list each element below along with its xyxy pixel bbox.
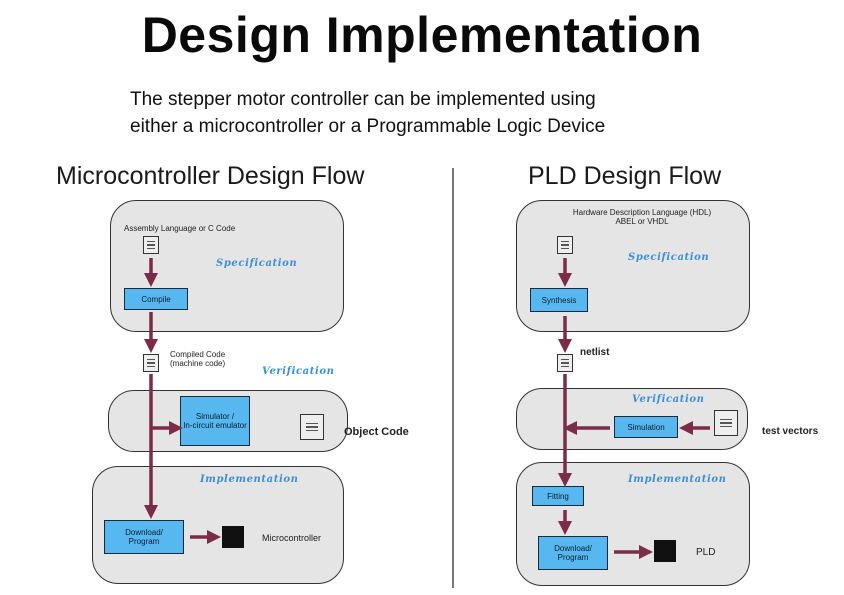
hdl-label-line-2: ABEL or VHDL [615, 217, 669, 226]
compiled-code-line-1: Compiled Code [170, 350, 226, 359]
object-code-icon [300, 414, 324, 440]
right-verification-label: Verification [632, 394, 705, 405]
right-download-line-1: Download/ [554, 544, 592, 553]
left-download-line-1: Download/ [125, 528, 163, 537]
right-source-label: Hardware Description Language (HDL) ABEL… [532, 208, 752, 226]
source-code-icon [143, 236, 159, 254]
right-download-box: Download/ Program [538, 536, 608, 570]
right-implementation-label: Implementation [628, 474, 727, 485]
left-specification-label: Specification [216, 258, 298, 269]
compiled-code-icon [143, 354, 159, 372]
column-divider [452, 168, 454, 588]
right-specification-label: Specification [628, 252, 710, 263]
microcontroller-label: Microcontroller [262, 533, 322, 543]
simulator-line-2: In-circuit emulator [183, 421, 247, 430]
compiled-code-label: Compiled Code (machine code) [170, 350, 225, 368]
left-download-line-2: Program [128, 537, 160, 546]
hdl-label-line-1: Hardware Description Language (HDL) [572, 208, 712, 217]
microcontroller-flow-heading: Microcontroller Design Flow [56, 162, 365, 190]
simulator-line-1: Simulator / [195, 412, 235, 421]
left-verification-label: Verification [262, 366, 335, 377]
simulation-box: Simulation [614, 416, 678, 438]
left-source-label: Assembly Language or C Code [124, 224, 236, 233]
hdl-source-icon [557, 236, 573, 254]
pld-chip-icon [654, 540, 676, 562]
netlist-icon [557, 354, 573, 372]
subtitle: The stepper motor controller can be impl… [130, 86, 750, 140]
microcontroller-chip-icon [222, 526, 244, 548]
subtitle-line-2: either a microcontroller or a Programmab… [130, 116, 606, 137]
left-download-box: Download/ Program [104, 520, 184, 554]
test-vectors-label: test vectors [762, 426, 819, 437]
fitting-box: Fitting [532, 486, 584, 506]
synthesis-box: Synthesis [530, 288, 588, 312]
netlist-label: netlist [580, 347, 610, 358]
left-specification-panel [110, 200, 344, 332]
right-download-line-2: Program [557, 553, 589, 562]
compiled-code-line-2: (machine code) [170, 359, 226, 368]
subtitle-line-1: The stepper motor controller can be impl… [130, 89, 596, 110]
page-title: Design Implementation [141, 7, 703, 63]
pld-flow-heading: PLD Design Flow [528, 162, 722, 190]
test-vectors-icon [714, 410, 738, 436]
compile-box: Compile [124, 288, 188, 310]
pld-label: PLD [696, 547, 716, 558]
left-implementation-label: Implementation [200, 474, 299, 485]
object-code-label: Object Code [344, 426, 409, 438]
simulator-box: Simulator / In-circuit emulator [180, 396, 250, 446]
